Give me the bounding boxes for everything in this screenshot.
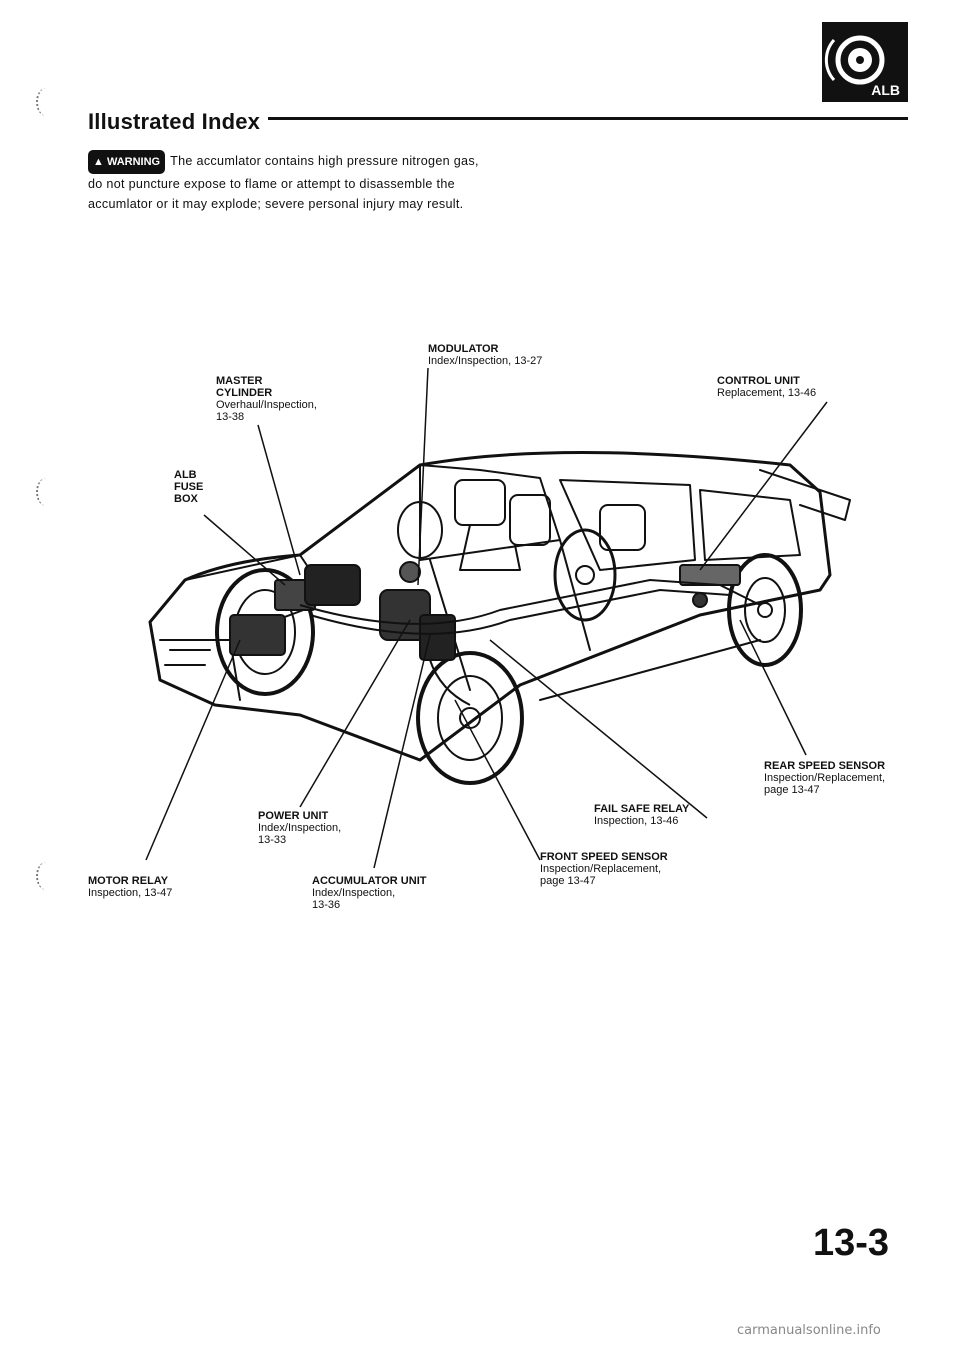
fail-safe-relay-label: FAIL SAFE RELAY xyxy=(594,803,690,815)
callout-control-unit: CONTROL UNIT Replacement, 13-46 xyxy=(717,375,816,399)
warning-text: The accumlator contains high pressure ni… xyxy=(88,154,479,211)
footer-watermark: carmanualsonline.info xyxy=(737,1323,881,1338)
callout-motor-relay: MOTOR RELAY Inspection, 13-47 xyxy=(88,875,172,899)
control-unit-label: CONTROL UNIT xyxy=(717,375,800,387)
accumulator-unit-label: ACCUMULATOR UNIT xyxy=(312,875,427,887)
abs-components xyxy=(229,561,741,661)
callout-accumulator-unit: ACCUMULATOR UNIT Index/Inspection, 13-36 xyxy=(312,875,426,911)
page-number: 13-3 xyxy=(813,1222,890,1264)
master-cylinder-label: MASTER CYLINDER xyxy=(216,375,273,399)
motor-relay-label: MOTOR RELAY xyxy=(88,875,169,887)
callout-fail-safe-relay: FAIL SAFE RELAY Inspection, 13-46 xyxy=(594,803,689,827)
brake-lines xyxy=(299,578,761,706)
binder-hole-mark xyxy=(36,478,56,506)
title-rule xyxy=(268,117,908,120)
front-speed-sensor-label: FRONT SPEED SENSOR xyxy=(540,851,668,863)
modulator-label: MODULATOR xyxy=(428,343,499,355)
alb-fuse-box-label: ALB FUSE BOX xyxy=(174,469,204,505)
control-unit-ref: Replacement, 13-46 xyxy=(717,387,817,399)
rear-speed-sensor-ref: Inspection/Replacement, page 13-47 xyxy=(764,772,886,796)
callout-rear-speed-sensor: REAR SPEED SENSOR Inspection/Replacement… xyxy=(764,760,885,796)
front-speed-sensor-ref: Inspection/Replacement, page 13-47 xyxy=(540,863,662,887)
motor-relay-ref: Inspection, 13-47 xyxy=(88,887,173,899)
logo-label: ALB xyxy=(871,82,900,98)
binder-hole-mark xyxy=(36,862,56,890)
rear-speed-sensor-label: REAR SPEED SENSOR xyxy=(764,760,886,772)
modulator-ref: Index/Inspection, 13-27 xyxy=(428,355,543,367)
master-cylinder-ref: Overhaul/Inspection, 13-38 xyxy=(216,399,317,423)
power-unit-label: POWER UNIT xyxy=(258,810,329,822)
power-unit-ref: Index/Inspection, 13-33 xyxy=(258,822,342,846)
alb-section-logo: ALB xyxy=(822,22,908,102)
leader-lines xyxy=(145,367,828,869)
brake-disc-icon xyxy=(824,35,885,85)
callout-front-speed-sensor: FRONT SPEED SENSOR Inspection/Replacemen… xyxy=(540,851,668,887)
page-title: Illustrated Index xyxy=(88,109,261,134)
callout-master-cylinder: MASTER CYLINDER Overhaul/Inspection, 13-… xyxy=(216,375,317,423)
fail-safe-relay-ref: Inspection, 13-46 xyxy=(594,815,679,827)
binder-hole-mark xyxy=(36,88,56,116)
accumulator-unit-ref: Index/Inspection, 13-36 xyxy=(312,887,396,911)
warning-badge: ▲ WARNING xyxy=(88,150,166,174)
callout-power-unit: POWER UNIT Index/Inspection, 13-33 xyxy=(258,810,341,846)
warning-badge-label: WARNING xyxy=(106,156,161,168)
callout-alb-fuse-box: ALB FUSE BOX xyxy=(174,469,203,505)
callout-modulator: MODULATOR Index/Inspection, 13-27 xyxy=(428,343,542,367)
